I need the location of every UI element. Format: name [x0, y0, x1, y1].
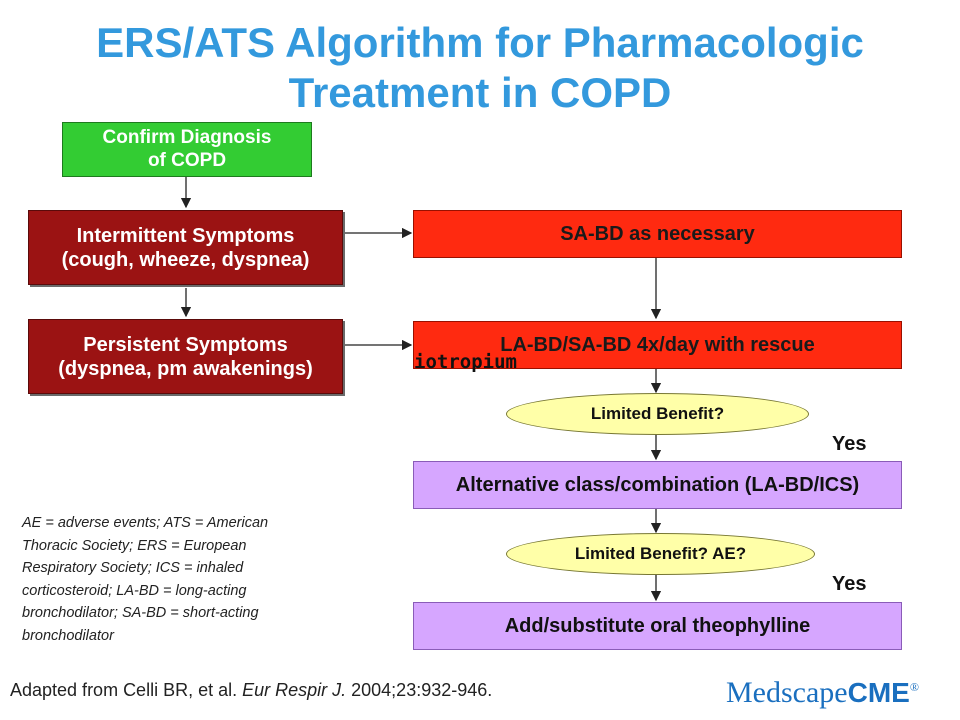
logo-main: Medscape — [726, 676, 848, 709]
theophylline-box: Add/substitute oral theophylline — [413, 602, 902, 650]
logo-trademark: ® — [909, 680, 919, 694]
title-line-1: ERS/ATS Algorithm for Pharmacologic — [96, 19, 864, 66]
labd-label: LA-BD/SA-BD 4x/day with rescue — [500, 334, 815, 356]
citation-suffix: 2004;23:932-946. — [346, 680, 493, 700]
medscape-cme-logo: MedscapeCME® — [726, 676, 919, 710]
confirm-line-1: Confirm Diagnosis — [102, 126, 272, 148]
tiotropium-overlay-text: iotropium — [414, 351, 517, 373]
slide-title: ERS/ATS Algorithm for Pharmacologic Trea… — [0, 18, 960, 118]
footnote-line: bronchodilator — [22, 627, 114, 644]
footnote-line: corticosteroid; LA-BD = long-acting — [22, 582, 247, 599]
abbreviations-footnote: AE = adverse events; ATS = American Thor… — [22, 512, 362, 647]
yes-label-2: Yes — [832, 573, 867, 595]
yes-label-1: Yes — [832, 433, 867, 455]
footnote-line: Thoracic Society; ERS = European — [22, 537, 247, 554]
citation-prefix: Adapted from Celli BR, et al. — [10, 680, 243, 700]
decision-2-label: Limited Benefit? AE? — [574, 544, 747, 563]
intermittent-line-2: (cough, wheeze, dyspnea) — [61, 248, 310, 271]
logo-suffix: CME — [847, 677, 910, 708]
decision-1-label: Limited Benefit? — [590, 404, 725, 423]
intermittent-symptoms-box: Intermittent Symptoms (cough, wheeze, dy… — [28, 210, 343, 285]
persistent-line-2: (dyspnea, pm awakenings) — [58, 357, 313, 380]
citation-journal: Eur Respir J. — [242, 680, 347, 700]
limited-benefit-decision: Limited Benefit? — [506, 393, 809, 435]
persistent-line-1: Persistent Symptoms — [83, 333, 288, 356]
limited-benefit-ae-decision: Limited Benefit? AE? — [506, 533, 815, 575]
theophylline-label: Add/substitute oral theophylline — [504, 615, 811, 637]
footnote-line: Respiratory Society; ICS = inhaled — [22, 560, 244, 576]
confirm-line-2: of COPD — [147, 149, 227, 171]
intermittent-line-1: Intermittent Symptoms — [76, 224, 295, 247]
alternative-label: Alternative class/combination (LA-BD/ICS… — [455, 474, 860, 496]
confirm-diagnosis-box: Confirm Diagnosis of COPD — [62, 122, 312, 177]
sabd-as-necessary-box: SA-BD as necessary — [413, 210, 902, 258]
footnote-line: AE = adverse events; ATS = American — [22, 515, 269, 531]
title-line-2: Treatment in COPD — [288, 69, 672, 116]
labd-sabd-box: LA-BD/SA-BD 4x/day with rescue — [413, 321, 902, 369]
persistent-symptoms-box: Persistent Symptoms (dyspnea, pm awakeni… — [28, 319, 343, 394]
source-citation: Adapted from Celli BR, et al. Eur Respir… — [10, 680, 492, 701]
sabd-label: SA-BD as necessary — [560, 223, 755, 245]
footnote-line: bronchodilator; SA-BD = short-acting — [22, 605, 259, 621]
alternative-class-box: Alternative class/combination (LA-BD/ICS… — [413, 461, 902, 509]
